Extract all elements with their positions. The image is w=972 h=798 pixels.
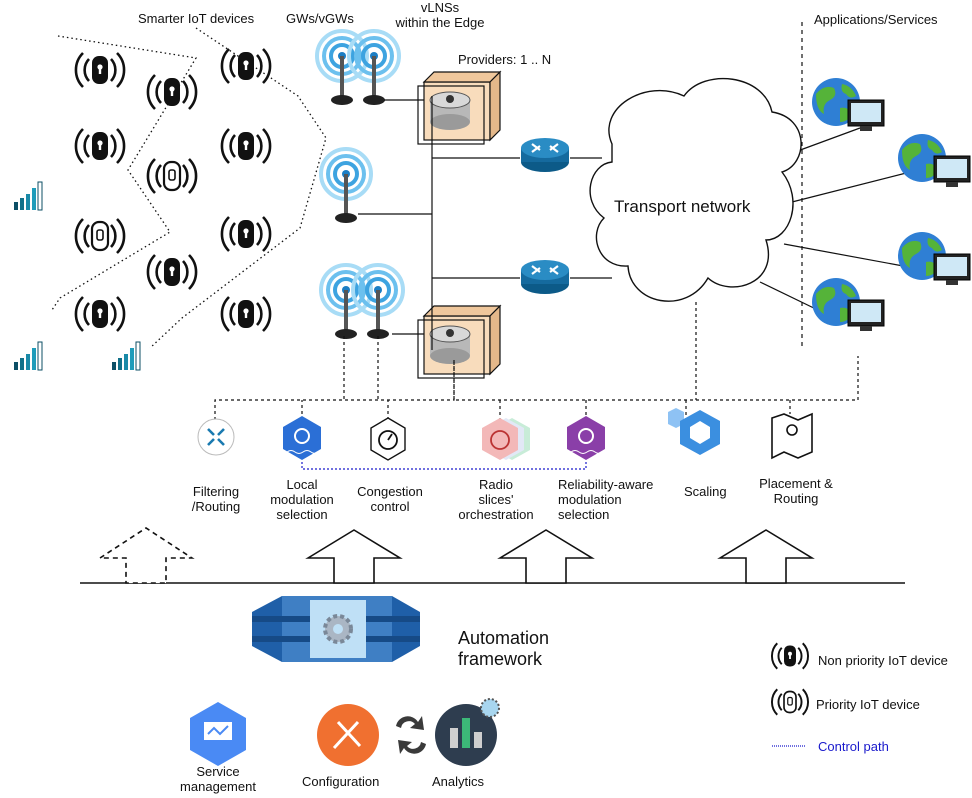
application-icons <box>811 77 971 332</box>
framework-line1: Automation <box>458 628 550 648</box>
router-icons <box>519 136 571 296</box>
function-label-reliability: Reliability-aware modulation selection <box>558 477 653 522</box>
function-label-local-modulation: Local modulation selection <box>258 477 346 522</box>
reliability-line2: modulation <box>558 492 622 507</box>
service-line1: Service <box>196 764 240 779</box>
legend-control-path-label: Control path <box>818 739 889 754</box>
control-path-line <box>301 462 587 470</box>
function-label-scaling: Scaling <box>684 484 727 499</box>
local-mod-line2: modulation <box>270 492 334 507</box>
framework-line2: framework <box>458 649 543 669</box>
placement-line1: Placement & <box>759 476 833 491</box>
control-connectors <box>214 302 859 420</box>
service-management-label: Service management <box>168 764 268 794</box>
vlns-header-line1: vLNSs <box>420 0 460 15</box>
devices-header: Smarter IoT devices <box>138 11 255 26</box>
function-label-filtering: Filtering /Routing <box>176 484 256 514</box>
radio-line2: slices' <box>478 492 514 507</box>
function-label-radio-slices: Radio slices' orchestration <box>446 477 546 522</box>
analytics-label: Analytics <box>432 774 485 789</box>
automation-framework-icon <box>252 596 420 662</box>
configuration-label: Configuration <box>302 774 380 789</box>
gateway-antennas <box>315 29 405 341</box>
automation-framework-label: Automation framework <box>458 628 549 670</box>
function-label-congestion: Congestion control <box>350 484 430 514</box>
tool-icons <box>190 698 500 766</box>
local-mod-line1: Local <box>286 477 318 492</box>
legend-non-priority-label: Non priority IoT device <box>818 653 948 668</box>
up-arrows <box>97 527 815 584</box>
placement-line2: Routing <box>773 491 819 506</box>
legend-icons <box>772 643 808 747</box>
transport-cloud <box>589 77 802 302</box>
function-label-placement: Placement & Routing <box>746 476 846 506</box>
congestion-line2: control <box>370 499 410 514</box>
filtering-line2: /Routing <box>191 499 241 514</box>
signal-bars <box>13 181 141 371</box>
providers-label: Providers: 1 .. N <box>458 52 552 67</box>
local-mod-line3: selection <box>276 507 328 522</box>
iot-devices <box>76 49 270 331</box>
applications-header: Applications/Services <box>814 12 938 27</box>
congestion-line1: Congestion <box>357 484 423 499</box>
gateways-header: GWs/vGWs <box>286 11 354 26</box>
vlns-header: vLNSs within the Edge <box>390 0 490 30</box>
legend-priority-label: Priority IoT device <box>816 697 920 712</box>
vlns-header-line2: within the Edge <box>395 15 485 30</box>
transport-network-label: Transport network <box>614 197 751 216</box>
reliability-line3: selection <box>558 507 610 522</box>
vlns-servers <box>417 71 501 379</box>
network-links <box>358 96 919 350</box>
reliability-line1: Reliability-aware <box>558 477 654 492</box>
filtering-line1: Filtering <box>192 484 240 499</box>
function-icons <box>197 408 813 461</box>
radio-line1: Radio <box>479 477 513 492</box>
radio-line3: orchestration <box>458 507 534 522</box>
service-line2: management <box>180 779 256 794</box>
